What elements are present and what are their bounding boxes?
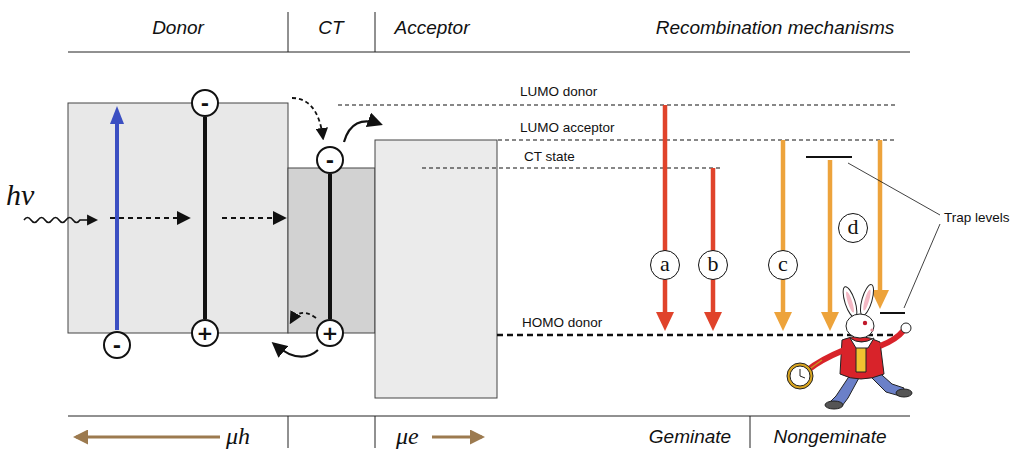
node-text: d bbox=[848, 216, 859, 238]
acceptor-box bbox=[375, 140, 497, 398]
node-text: - bbox=[201, 93, 209, 113]
node-text: + bbox=[322, 323, 339, 343]
transfer-arrow bbox=[292, 98, 323, 138]
node-text: - bbox=[326, 150, 334, 170]
photon-wave bbox=[24, 218, 96, 223]
section-heading: Nongeminate bbox=[773, 426, 886, 448]
node-text: b bbox=[708, 253, 719, 275]
white-rabbit bbox=[787, 283, 912, 409]
geminate-arrows bbox=[656, 105, 722, 331]
node-text: a bbox=[660, 253, 670, 275]
node-text: - bbox=[113, 335, 121, 355]
hole-circle: + bbox=[191, 319, 219, 347]
excitation-arrow bbox=[115, 122, 119, 330]
region-heading: Acceptor bbox=[395, 17, 470, 39]
level-label: LUMO donor bbox=[520, 84, 597, 100]
exciton-diffusion-arrow bbox=[110, 217, 188, 219]
hole-circle: + bbox=[316, 319, 344, 347]
mechanism-letter: b bbox=[698, 250, 728, 280]
exciton-diffusion-arrow bbox=[222, 217, 284, 219]
charge-pair-bar bbox=[203, 117, 207, 319]
node-text: + bbox=[197, 323, 214, 343]
frame-rules bbox=[68, 12, 910, 448]
level-label: CT state bbox=[524, 149, 575, 165]
trap-label: Trap levels bbox=[944, 210, 1010, 226]
charge-pair-bar bbox=[328, 174, 332, 319]
mobility-label: μe bbox=[396, 423, 419, 451]
excitation-arrowhead bbox=[110, 106, 124, 124]
region-heading: Donor bbox=[152, 17, 204, 39]
energy-levels bbox=[338, 105, 895, 335]
transfer-arrow bbox=[274, 344, 318, 357]
level-label: LUMO acceptor bbox=[520, 120, 615, 136]
transfer-arrow bbox=[291, 313, 316, 322]
node-text: c bbox=[778, 253, 788, 275]
ct-box bbox=[288, 168, 375, 333]
nongeminate-arrows bbox=[774, 140, 889, 331]
electron-circle: - bbox=[191, 89, 219, 117]
section-heading: Recombination mechanisms bbox=[656, 17, 895, 39]
level-label: HOMO donor bbox=[522, 315, 602, 331]
photon-label: hν bbox=[6, 178, 34, 213]
mechanism-letter: d bbox=[838, 213, 868, 243]
electron-circle: - bbox=[316, 146, 344, 174]
electron-mobility-arrow bbox=[432, 436, 482, 439]
donor-box bbox=[68, 103, 288, 333]
region-heading: CT bbox=[318, 17, 343, 39]
mechanism-letter: a bbox=[650, 250, 680, 280]
mobility-label: μh bbox=[226, 423, 250, 451]
mechanism-letter: c bbox=[768, 250, 798, 280]
electron-circle: - bbox=[103, 331, 131, 359]
section-heading: Geminate bbox=[649, 426, 731, 448]
hole-mobility-arrow bbox=[76, 436, 220, 439]
transfer-arrow bbox=[344, 121, 380, 142]
